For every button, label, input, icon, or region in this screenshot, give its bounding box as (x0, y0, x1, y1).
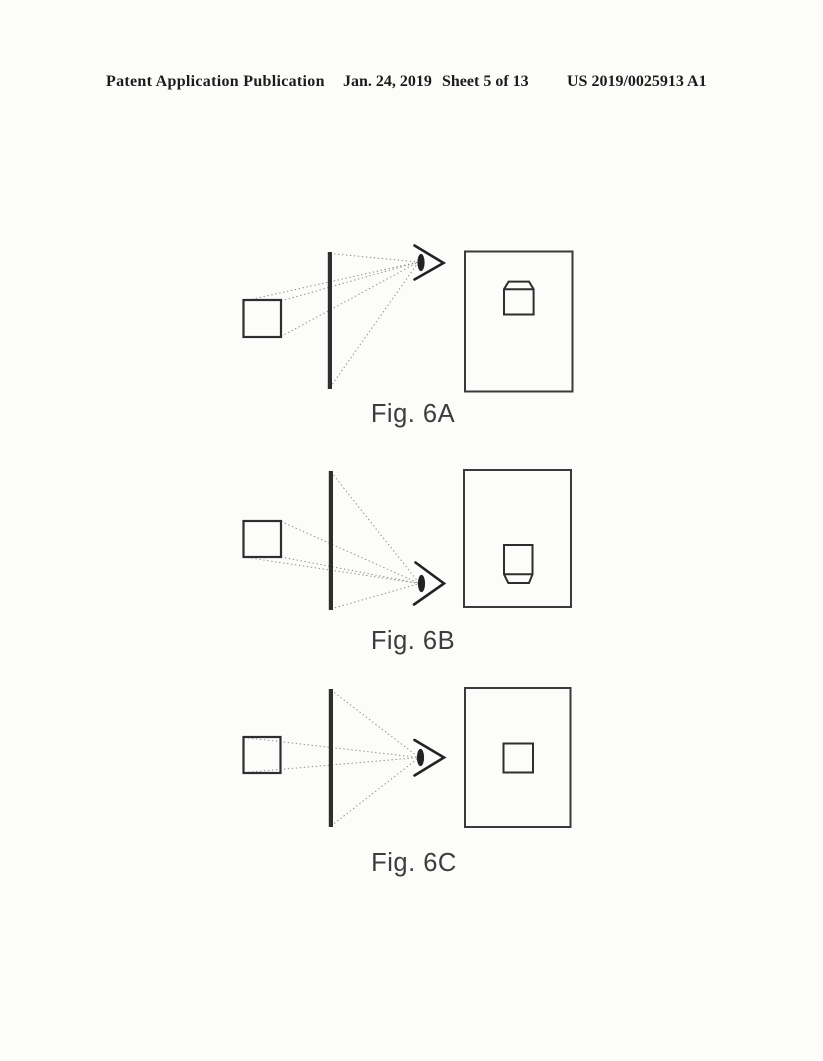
header-publication-title: Patent Application Publication (106, 73, 325, 90)
eye-pupil (417, 574, 426, 593)
object-square (242, 735, 282, 775)
header-date: Jan. 24, 2019 (343, 73, 432, 90)
eye-outline (412, 561, 447, 606)
eye-pupil (416, 748, 425, 767)
perceived-image-trapezoid-top (503, 280, 535, 316)
object-square (242, 519, 283, 559)
eye-pupil (417, 253, 425, 272)
figure-6a-label: Fig. 6A (371, 400, 455, 428)
figure-6a: Fig. 6A (242, 244, 574, 428)
object-square (242, 298, 283, 339)
barrier-screen (328, 471, 333, 610)
figure-6b: Fig. 6B (242, 469, 572, 655)
sight-lines (243, 253, 419, 388)
page-header: Patent Application Publication Jan. 24, … (0, 73, 823, 95)
perceived-image-square (502, 742, 534, 774)
eye-outline (413, 244, 447, 281)
figure-6c-label: Fig. 6C (371, 849, 457, 877)
barrier-screen (328, 689, 333, 827)
eye-outline (413, 738, 447, 777)
display-rect (463, 469, 572, 608)
figure-6b-label: Fig. 6B (371, 627, 455, 655)
display-rect (464, 250, 574, 393)
figure-6c: Fig. 6C (242, 687, 572, 877)
header-patent-number: US 2019/0025913 A1 (567, 73, 707, 90)
eye-icon (412, 561, 447, 606)
header-sheet-number: Sheet 5 of 13 (442, 73, 529, 90)
perceived-image-trapezoid-bottom (503, 544, 534, 584)
eye-icon (413, 244, 447, 281)
display-rect (464, 687, 572, 828)
eye-icon (413, 738, 447, 777)
barrier-screen (327, 252, 332, 389)
